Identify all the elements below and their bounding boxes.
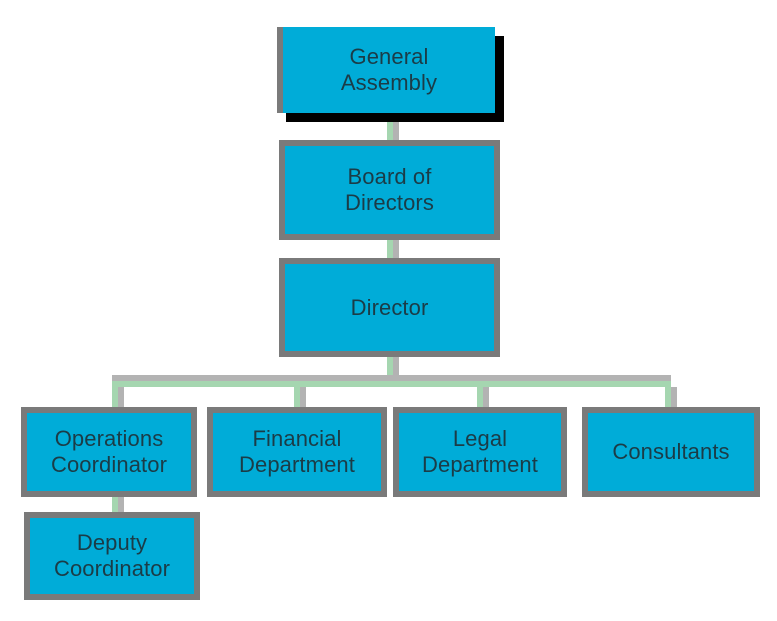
connector-drop-financial (294, 381, 300, 410)
org-node-consultants[interactable]: Consultants (582, 407, 760, 497)
connector-director-stem (387, 357, 393, 383)
connector-operations-deputy-shadow (118, 495, 124, 514)
connector-drop-operations-shadow (118, 387, 124, 410)
connector-drop-financial-shadow (300, 387, 306, 410)
connector-drop-legal-shadow (483, 387, 489, 410)
org-node-director[interactable]: Director (279, 258, 500, 357)
connector-board-director (387, 238, 393, 260)
connector-operations-deputy (112, 495, 118, 514)
connector-drop-consultants (665, 381, 671, 410)
connector-drop-consultants-shadow (671, 387, 677, 410)
connector-rail-shadow (112, 375, 671, 381)
connector-rail (112, 381, 671, 387)
org-node-operations-coordinator[interactable]: Operations Coordinator (21, 407, 197, 497)
org-node-financial-department[interactable]: Financial Department (207, 407, 387, 497)
connector-assembly-board (387, 113, 393, 142)
org-node-legal-department[interactable]: Legal Department (393, 407, 567, 497)
connector-drop-legal (477, 381, 483, 410)
org-node-deputy-coordinator[interactable]: Deputy Coordinator (24, 512, 200, 600)
org-node-board-of-directors[interactable]: Board of Directors (279, 140, 500, 240)
org-node-general-assembly[interactable]: General Assembly (277, 27, 495, 113)
connector-assembly-board-shadow (393, 113, 399, 142)
connector-drop-operations (112, 381, 118, 410)
connector-director-stem-shadow (393, 357, 399, 383)
connector-board-director-shadow (393, 238, 399, 260)
